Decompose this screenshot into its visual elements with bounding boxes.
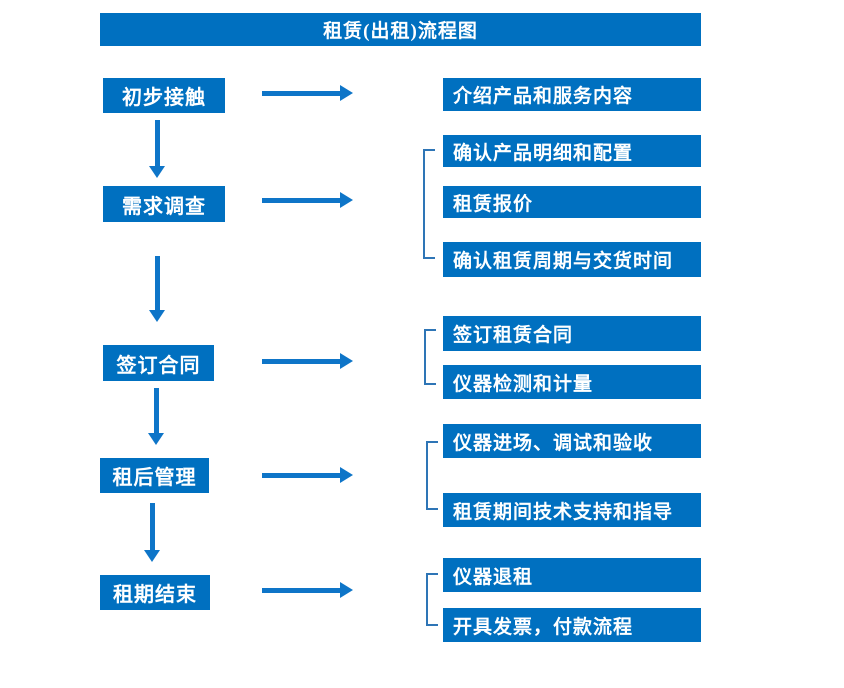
arrow-shaft — [154, 120, 160, 166]
arrow-head — [340, 85, 353, 101]
arrow-head — [340, 467, 353, 483]
arrow-head — [149, 310, 165, 322]
arrow-shaft — [262, 197, 340, 203]
arrow-shaft — [262, 472, 340, 478]
arrow-down-icon — [149, 120, 165, 178]
detail-box-rental-quote: 租赁报价 — [443, 186, 701, 218]
arrow-right-icon — [262, 582, 353, 598]
detail-box-sign-rental-contract: 签订租赁合同 — [443, 316, 701, 351]
arrow-right-icon — [262, 192, 353, 208]
arrow-right-icon — [262, 467, 353, 483]
arrow-head — [340, 192, 353, 208]
group-bracket — [423, 149, 435, 259]
arrow-head — [340, 353, 353, 369]
arrow-shaft — [262, 90, 340, 96]
arrow-down-icon — [144, 503, 160, 562]
detail-box-introduce-products: 介绍产品和服务内容 — [443, 78, 701, 111]
arrow-head — [144, 550, 160, 562]
detail-box-confirm-rental-period: 确认租赁周期与交货时间 — [443, 242, 701, 277]
group-bracket — [426, 441, 438, 510]
detail-box-instrument-return: 仪器退租 — [443, 558, 701, 592]
group-bracket — [426, 573, 438, 626]
detail-box-confirm-product-details: 确认产品明细和配置 — [443, 135, 701, 167]
step-box-initial-contact: 初步接触 — [103, 78, 225, 113]
arrow-head — [148, 433, 164, 445]
detail-box-instrument-inspection: 仪器检测和计量 — [443, 365, 701, 399]
step-box-post-rental-management: 租后管理 — [100, 458, 209, 493]
detail-box-technical-support: 租赁期间技术支持和指导 — [443, 493, 701, 527]
flowchart-title: 租赁(出租)流程图 — [100, 13, 701, 46]
arrow-shaft — [154, 256, 160, 310]
arrow-right-icon — [262, 85, 353, 101]
arrow-shaft — [262, 358, 340, 364]
arrow-shaft — [153, 388, 159, 433]
step-box-rental-end: 租期结束 — [100, 575, 210, 610]
arrow-shaft — [149, 503, 155, 550]
step-box-sign-contract: 签订合同 — [103, 345, 214, 381]
group-bracket — [424, 329, 436, 385]
arrow-right-icon — [262, 353, 353, 369]
arrow-down-icon — [148, 388, 164, 445]
arrow-down-icon — [149, 256, 165, 322]
step-box-demand-survey: 需求调查 — [103, 186, 225, 222]
arrow-head — [340, 582, 353, 598]
arrow-shaft — [262, 587, 340, 593]
detail-box-invoice-payment: 开具发票，付款流程 — [443, 608, 701, 642]
arrow-head — [149, 166, 165, 178]
detail-box-instrument-setup: 仪器进场、调试和验收 — [443, 424, 701, 458]
